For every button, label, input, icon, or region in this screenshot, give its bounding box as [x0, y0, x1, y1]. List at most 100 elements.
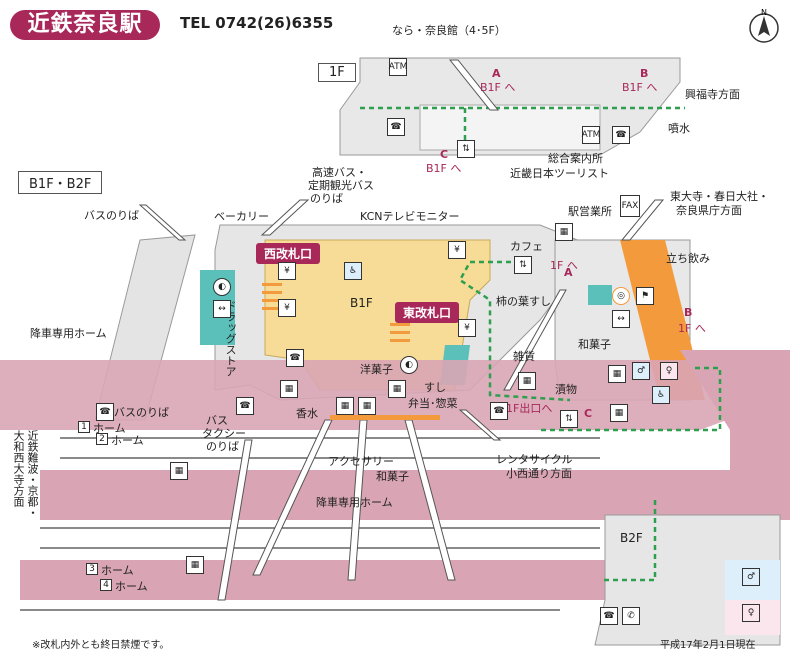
phone-number: TEL 0742(26)6355 [180, 14, 334, 32]
bus-taxi-label-3: のりば [206, 440, 239, 453]
bus-stop-top-label: のりば [310, 192, 343, 205]
ticket-icon: ▦ [518, 372, 536, 390]
accessory-label: アクセサリー [328, 455, 394, 468]
tourist-label: 近畿日本ツーリスト [510, 167, 609, 180]
arrival-platform-mid-label: 降車専用ホーム [316, 496, 393, 509]
perfume-label: 香水 [296, 407, 318, 420]
phone-icon: ☎ [600, 607, 618, 625]
stairs-group [138, 59, 665, 601]
sightseeing-bus-label: 定期観光バス [308, 179, 374, 192]
north-arrow-icon: N [749, 8, 779, 43]
yen-exchange-icon: ¥ [458, 319, 476, 337]
ticket-icon: ▦ [555, 223, 573, 241]
marker-b-b1f-label: B1F へ [622, 81, 658, 94]
arrival-platform-left-label: 降車専用ホーム [30, 327, 107, 340]
yogashi-label: 洋菓子 [360, 363, 393, 376]
info-phone-icon: ✆ [622, 607, 640, 625]
bento-label: 弁当･惣菜 [408, 397, 458, 410]
direction-label-2: 大和西大寺方面 [12, 430, 25, 507]
wagashi-right-label: 和菓子 [578, 338, 611, 351]
zakka-label: 雑貨 [513, 350, 535, 363]
marker-b-1f: B [640, 67, 649, 80]
east-gate-label: 東改札口 [395, 302, 460, 323]
marker-a-b1f: A [564, 266, 573, 279]
west-gate-stairs [262, 283, 440, 420]
ticket-icon: ▦ [388, 380, 406, 398]
rental-cycle-label: レンタサイクル [496, 453, 573, 466]
yen-exchange-icon: ¥ [448, 241, 466, 259]
platform-number-3: 3 [86, 563, 98, 575]
west-gate-label: 西改札口 [256, 243, 321, 264]
phone-icon: ☎ [612, 126, 630, 144]
wagashi-bottom-label: 和菓子 [376, 470, 409, 483]
todaiji-direction-1: 東大寺・春日大社・ [670, 190, 769, 203]
marker-c-b1f-label: B1F へ [426, 162, 462, 175]
restroom-female-icon: ♀ [660, 362, 678, 380]
info-center-label: 総合案内所 [548, 152, 603, 165]
platform-4-label: ホーム [115, 580, 148, 593]
bus-taxi-label-1: バス [206, 414, 228, 427]
sushi-label: すし [424, 381, 446, 394]
phone-icon: ☎ [387, 118, 405, 136]
elevator-icon: ⇅ [514, 256, 532, 274]
marker-a-1f: A [492, 67, 501, 80]
floor-tag-b1f-b2f: B1F・B2F [18, 171, 103, 194]
marker-b-1f-label: 1F へ [678, 322, 706, 335]
transfer-arrow-icon: ↔ [612, 310, 630, 328]
bus-taxi-label-2: タクシー [202, 427, 246, 440]
marker-a-1f-label: 1F へ [550, 259, 578, 272]
floor-tag-1f: 1F [318, 63, 356, 82]
bus-stop-left-label: バスのりば [84, 209, 139, 222]
restroom-female-icon: ♀ [742, 604, 760, 622]
restroom-male-icon: ♂ [742, 568, 760, 586]
phone-icon: ☎ [96, 403, 114, 421]
nara-naraken-label: なら・奈良館（4･5F） [392, 24, 506, 37]
floor-label-b2f: B2F [620, 531, 643, 545]
ticket-icon: ▦ [186, 556, 204, 574]
atm-icon: ATM [582, 126, 600, 144]
ticket-icon: ▦ [358, 397, 376, 415]
accessible-toilet-icon: ♿ [652, 386, 670, 404]
platform-2-label: ホーム [111, 434, 144, 447]
phone-icon: ☎ [236, 397, 254, 415]
marker-a-b1f-label: B1F へ [480, 81, 516, 94]
todaiji-direction-2: 奈良県庁方面 [676, 204, 742, 217]
kakinoha-sushi-label: 柿の葉すし [496, 295, 551, 308]
platform-3-label: ホーム [101, 564, 134, 577]
yen-exchange-icon: ¥ [278, 262, 296, 280]
smoking-notice: ※改札内外とも終日禁煙です。 [32, 640, 170, 651]
marker-c-1f: C [440, 148, 449, 161]
floor-label-b1f: B1F [350, 296, 373, 310]
phone-icon: ☎ [490, 402, 508, 420]
bakery-label: ベーカリー [214, 210, 269, 223]
atm-icon: ATM [389, 58, 407, 76]
lost-and-found-icon: ♿ [344, 262, 362, 280]
kofukuji-direction: 興福寺方面 [685, 88, 740, 101]
north-label: N [761, 8, 767, 17]
direction-label-1: 近鉄難波・京都・ [26, 430, 39, 518]
cafe-label: カフェ [510, 240, 543, 253]
fountain-label: 噴水 [668, 122, 690, 135]
platform-1-label: ホーム [93, 422, 126, 435]
elevator-icon: ⇅ [457, 140, 475, 158]
ticket-icon: ▦ [610, 404, 628, 422]
tachinomi-label: 立ち飲み [666, 252, 710, 265]
marker-c-b1f: C [584, 407, 593, 420]
highway-bus-label: 高速バス・ [312, 166, 367, 179]
kcn-monitor-label: KCNテレビモニター [360, 210, 460, 223]
ticket-machine-icon: ◐ [400, 356, 418, 374]
exit-flag-icon: ⚑ [636, 287, 654, 305]
info-center-block [419, 104, 601, 151]
fax-icon: FAX [620, 195, 640, 217]
platform-number-2: 2 [96, 433, 108, 445]
restroom-male-icon: ♂ [632, 362, 650, 380]
ticket-machine-icon: ◐ [213, 278, 231, 296]
date-notice: 平成17年2月1日現在 [660, 640, 756, 651]
transfer-route [360, 106, 722, 582]
transfer-arrow-icon: ↔ [213, 300, 231, 318]
station-office-label: 駅営業所 [568, 205, 612, 218]
platform-right [680, 350, 790, 520]
tsukemono-label: 漬物 [555, 383, 577, 396]
yen-exchange-icon: ¥ [278, 299, 296, 317]
ticket-icon: ▦ [170, 462, 188, 480]
